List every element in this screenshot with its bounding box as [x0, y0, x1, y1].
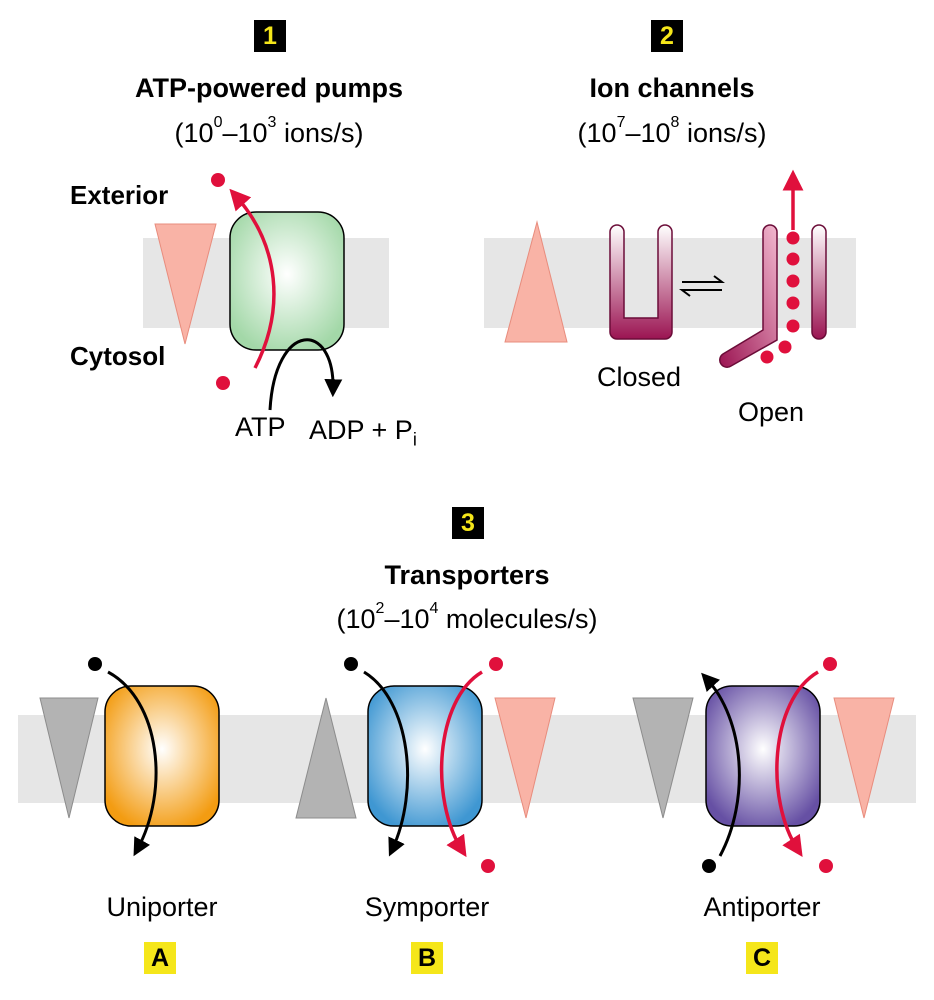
- symporter-ion-out: [489, 657, 503, 671]
- antiporter-ion-out: [823, 657, 837, 671]
- antiporter-ion-path: [775, 670, 819, 858]
- uniporter-badge: A: [144, 942, 176, 974]
- closed-label: Closed: [597, 362, 682, 392]
- closed-channel: [609, 224, 673, 340]
- equilibrium-arrow-back: [679, 289, 722, 297]
- panel-1-rate: (100–103 ions/s): [174, 114, 364, 148]
- antiporter-badge: C: [746, 942, 778, 974]
- symporter-ion-in: [481, 859, 495, 873]
- uniporter-label: Uniporter: [106, 892, 218, 922]
- antiporter-ion-in: [819, 859, 833, 873]
- gradient-triangle-symporter-gray: [295, 697, 357, 819]
- antiporter-molecule: [702, 859, 716, 873]
- equilibrium-arrow-forward: [682, 275, 725, 283]
- atp-label: ATP: [235, 412, 286, 442]
- adp-label: ADP + Pi: [309, 415, 417, 450]
- panel-1-badge: 1: [254, 20, 286, 52]
- atp-pump-protein: [229, 211, 345, 351]
- uniporter-path: [107, 670, 158, 857]
- symporter-molecule: [344, 657, 358, 671]
- panel-2-badge: 2: [651, 20, 683, 52]
- gradient-triangle-antiporter-gray: [632, 697, 694, 819]
- symporter-protein: [367, 685, 483, 827]
- exterior-label: Exterior: [70, 180, 169, 210]
- pump-ion-out: [211, 173, 225, 187]
- panel-1-title: ATP-powered pumps: [134, 73, 403, 103]
- symporter-ion-path: [439, 670, 483, 858]
- panel-3-rate: (102–104 molecules/s): [336, 600, 598, 634]
- open-channel-left-wall: [719, 224, 778, 368]
- pump-ion-in: [216, 376, 230, 390]
- antiporter-label: Antiporter: [703, 892, 821, 922]
- uniporter-molecule: [88, 657, 102, 671]
- gradient-triangle-symporter-pink: [494, 697, 556, 819]
- gradient-triangle-uniporter: [39, 697, 99, 819]
- gradient-triangle-pump: [154, 223, 217, 345]
- symporter-label: Symporter: [364, 892, 490, 922]
- antiporter-protein: [705, 685, 821, 827]
- panel-2-title: Ion channels: [589, 73, 755, 103]
- cytosol-label: Cytosol: [70, 341, 166, 371]
- uniporter-protein: [104, 685, 220, 827]
- open-channel-right-wall: [811, 224, 827, 340]
- open-label: Open: [738, 397, 805, 427]
- gradient-triangle-antiporter-pink: [833, 697, 895, 819]
- atp-hydrolysis-arrow: [268, 338, 343, 411]
- pump-ion-path: [229, 188, 276, 369]
- panel-3-title: Transporters: [384, 560, 550, 590]
- symporter-badge: B: [411, 942, 443, 974]
- panel-3-badge: 3: [452, 507, 484, 539]
- antiporter-molecule-path: [701, 672, 741, 857]
- channel-ions: [760, 231, 800, 364]
- panel-2-rate: (107–108 ions/s): [577, 114, 767, 148]
- symporter-molecule-path: [363, 670, 409, 857]
- gradient-triangle-channel: [504, 220, 568, 343]
